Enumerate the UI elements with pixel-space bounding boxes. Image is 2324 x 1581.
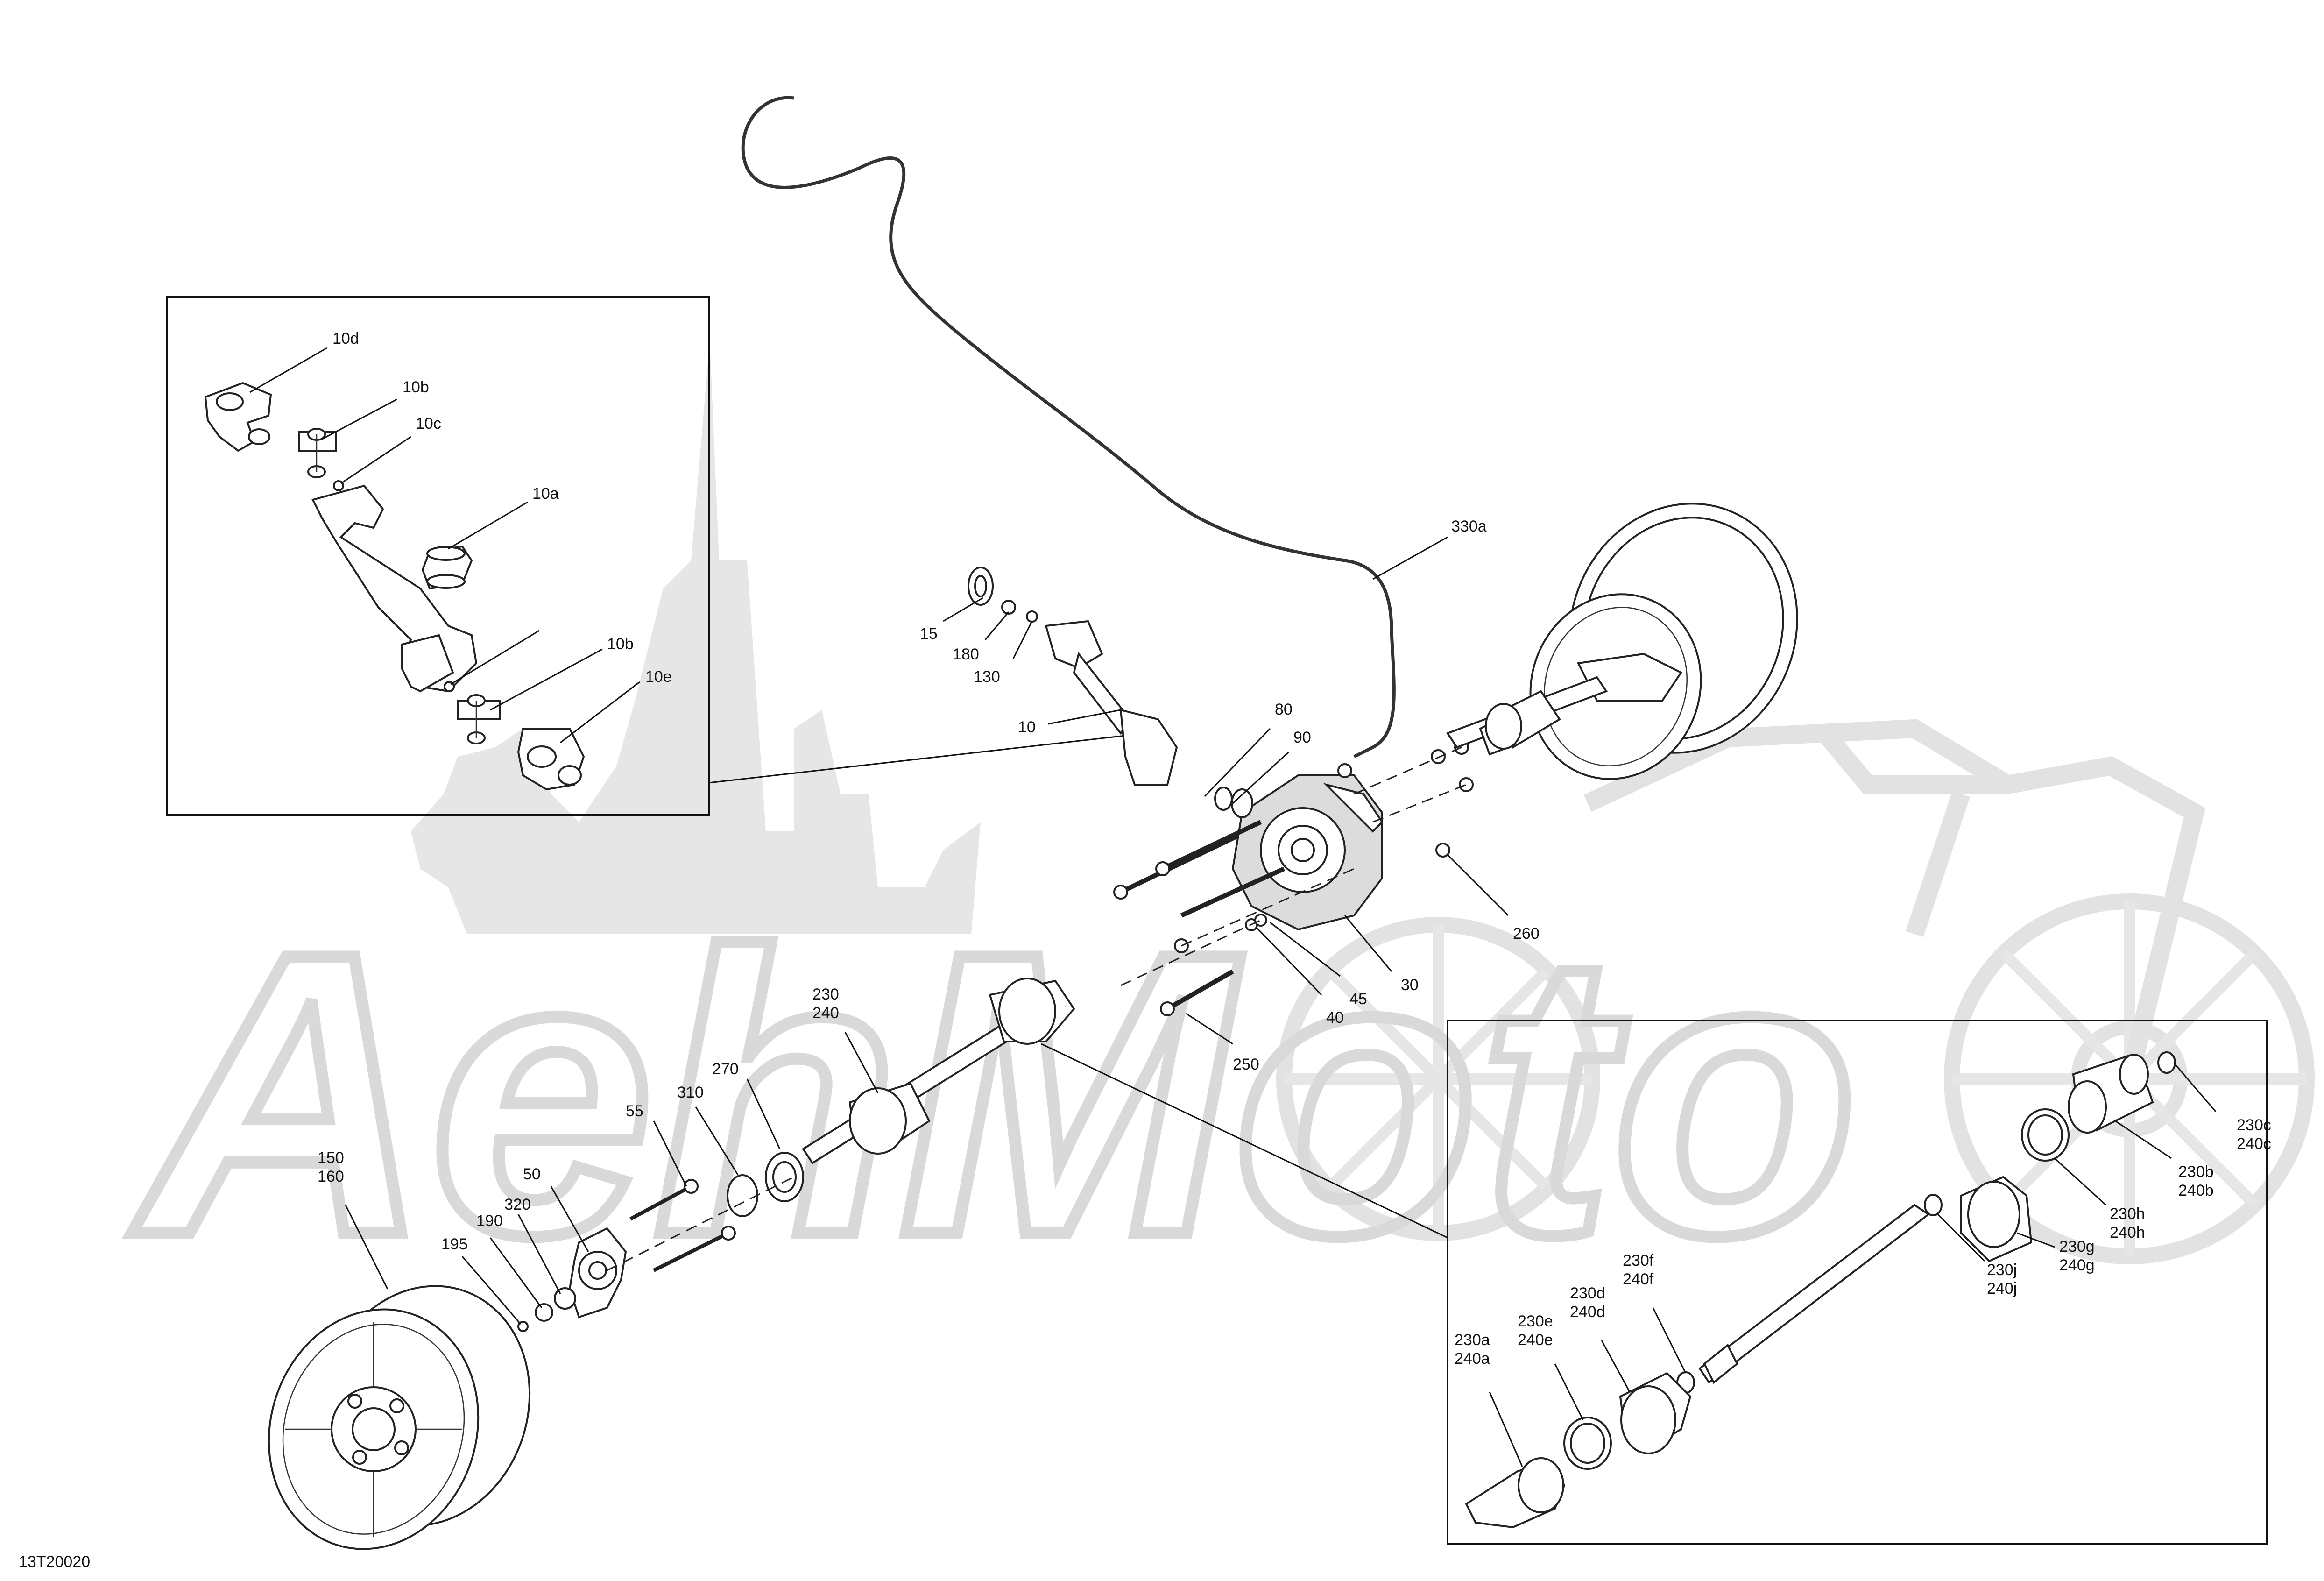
callout-230j: 230j bbox=[1987, 1261, 2017, 1279]
callout-240: 240 bbox=[812, 1004, 839, 1022]
callout-230c: 230c bbox=[2237, 1116, 2271, 1134]
callout-240j: 240j bbox=[1987, 1280, 2017, 1297]
inset-leader-drive-shaft bbox=[1041, 1043, 1448, 1239]
callout-10: 10 bbox=[1018, 718, 1036, 736]
callout-310: 310 bbox=[677, 1084, 704, 1101]
propeller-shaft bbox=[968, 567, 1178, 786]
callout-230d: 230d bbox=[1570, 1284, 1605, 1302]
callout-30: 30 bbox=[1401, 976, 1419, 994]
callout-230a: 230a bbox=[1455, 1331, 1490, 1349]
callout-230: 230 bbox=[812, 985, 839, 1003]
breather-hose bbox=[741, 96, 1396, 759]
callout-10b-top: 10b bbox=[403, 378, 429, 396]
callout-240b: 240b bbox=[2178, 1182, 2214, 1199]
callout-240a: 240a bbox=[1455, 1350, 1490, 1368]
callout-230b: 230b bbox=[2178, 1163, 2214, 1181]
callout-90: 90 bbox=[1293, 729, 1311, 746]
callout-230e: 230e bbox=[1518, 1312, 1553, 1330]
callout-240g: 240g bbox=[2059, 1256, 2095, 1274]
drawing-code: 13T20020 bbox=[19, 1553, 90, 1571]
inset-drive-shaft-parts bbox=[1465, 1051, 2176, 1529]
watermark: AehMoto bbox=[121, 341, 2315, 1325]
callout-150: 150 bbox=[318, 1149, 344, 1167]
inset-leader-propeller-shaft bbox=[708, 735, 1126, 784]
watermark-church-icon bbox=[411, 341, 981, 934]
callout-240f: 240f bbox=[1623, 1270, 1654, 1288]
callout-55: 55 bbox=[626, 1102, 643, 1120]
callout-40: 40 bbox=[1326, 1009, 1344, 1027]
callout-160: 160 bbox=[318, 1168, 344, 1185]
watermark-text: AehMoto bbox=[127, 870, 1858, 1319]
callout-240c: 240c bbox=[2237, 1135, 2271, 1153]
callout-240e: 240e bbox=[1518, 1331, 1553, 1349]
callout-240d: 240d bbox=[1570, 1303, 1605, 1321]
wheel-hub bbox=[568, 1179, 736, 1319]
callout-230f: 230f bbox=[1623, 1252, 1654, 1269]
rear-wheel-right bbox=[1529, 503, 1798, 780]
inset-frame-drive-shaft bbox=[1447, 1020, 2268, 1545]
callout-250: 250 bbox=[1233, 1056, 1259, 1073]
callout-15: 15 bbox=[920, 625, 938, 643]
callout-10b-bottom: 10b bbox=[607, 635, 634, 653]
differential-housing bbox=[1214, 774, 1384, 931]
callout-190: 190 bbox=[476, 1212, 503, 1230]
callout-10a: 10a bbox=[532, 485, 559, 503]
callout-130: 130 bbox=[974, 668, 1000, 686]
callout-10e: 10e bbox=[645, 668, 672, 686]
callout-180: 180 bbox=[953, 645, 979, 663]
callout-230h: 230h bbox=[2110, 1205, 2145, 1223]
callout-50: 50 bbox=[523, 1165, 541, 1183]
callout-195: 195 bbox=[441, 1235, 468, 1253]
callout-240h: 240h bbox=[2110, 1224, 2145, 1241]
inset-propeller-shaft-parts bbox=[204, 382, 585, 791]
drive-shaft-left bbox=[802, 978, 1075, 1164]
inset-propeller-shaft-callouts: 10d 10b 10c 10a 10b 10e bbox=[249, 330, 672, 744]
callout-330a: 330a bbox=[1451, 518, 1487, 535]
callout-80: 80 bbox=[1275, 701, 1293, 718]
inset-frame-propeller-shaft bbox=[166, 296, 710, 816]
drive-shaft-right bbox=[1446, 676, 1608, 756]
callout-270: 270 bbox=[712, 1060, 739, 1078]
inset-drive-shaft-callouts: 230c 240c 230b 240b 230h 240h 230g 240g … bbox=[1455, 1062, 2271, 1467]
callout-10d: 10d bbox=[332, 330, 359, 347]
callout-45: 45 bbox=[1349, 990, 1367, 1008]
mounting-bolts bbox=[1113, 820, 1286, 1016]
callout-320: 320 bbox=[504, 1196, 531, 1213]
callout-230g: 230g bbox=[2059, 1238, 2095, 1255]
callout-10c-top: 10c bbox=[416, 415, 441, 432]
front-wheel-left bbox=[268, 1285, 531, 1550]
callout-260: 260 bbox=[1513, 925, 1540, 943]
